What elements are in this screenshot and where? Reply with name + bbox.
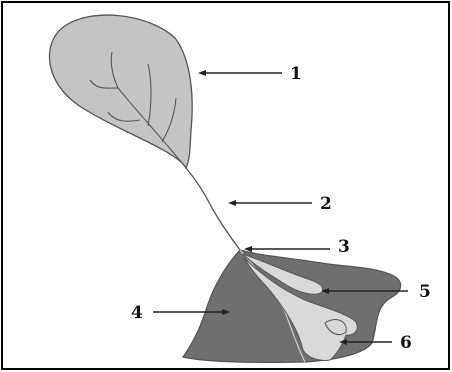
arrow-2 xyxy=(228,200,312,206)
label-1: 1 xyxy=(290,64,302,84)
label-6: 6 xyxy=(400,333,412,353)
label-4: 4 xyxy=(131,303,143,323)
arrow-3 xyxy=(244,246,330,252)
label-3: 3 xyxy=(338,237,350,257)
arrow-1 xyxy=(198,70,282,76)
label-2: 2 xyxy=(320,194,332,214)
stalk xyxy=(186,168,240,250)
label-5: 5 xyxy=(419,282,431,302)
